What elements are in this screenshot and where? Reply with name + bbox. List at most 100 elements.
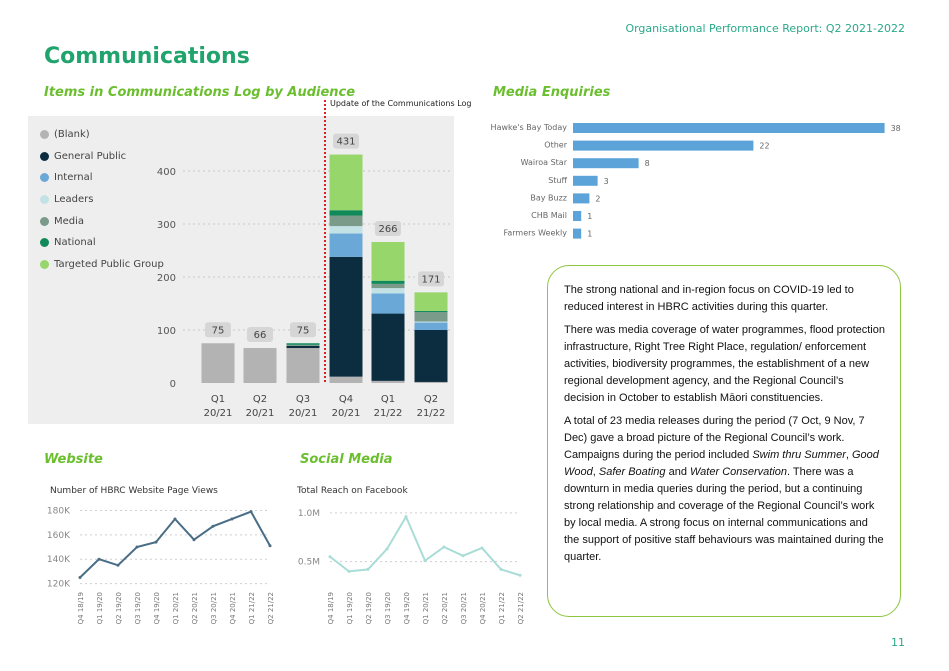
total-label-bg — [290, 322, 316, 338]
bar-segment — [201, 343, 235, 383]
media-category-label: Hawke's Bay Today — [491, 123, 568, 132]
commentary-p3-end: . There was a downturn in media queries … — [564, 466, 884, 563]
report-header: Organisational Performance Report: Q2 20… — [625, 22, 905, 35]
x-tick-label: Q4 — [339, 394, 353, 405]
commentary-sep-1: , — [845, 449, 852, 461]
x-tick-label: Q1 19/20 — [96, 592, 104, 624]
y-tick-label: 160K — [47, 531, 71, 541]
x-tick-label: 20/21 — [246, 408, 275, 419]
data-point — [78, 575, 82, 579]
x-tick-label: Q2 — [424, 394, 438, 405]
x-tick-label: Q1 20/21 — [172, 592, 180, 624]
data-point — [461, 554, 465, 558]
total-label-bg — [333, 133, 359, 149]
legend-swatch — [40, 173, 49, 183]
campaign-2: Good Wood — [564, 449, 879, 478]
bar-segment — [286, 345, 320, 349]
data-point — [116, 563, 120, 567]
campaign-4: Water Conservation — [690, 466, 788, 478]
total-label-bg — [375, 221, 401, 237]
x-tick-label: Q2 — [253, 394, 267, 405]
bar-segment — [414, 292, 448, 311]
legend-item: Leaders — [40, 189, 164, 211]
media-value-label: 1 — [587, 212, 592, 221]
bar-segment — [329, 210, 363, 216]
commentary-paragraph-2: There was media coverage of water progra… — [564, 324, 885, 404]
legend-label: General Public — [54, 150, 127, 162]
media-value-label: 1 — [587, 230, 592, 239]
x-tick-label: Q2 19/20 — [365, 592, 373, 624]
y-tick-label: 300 — [157, 220, 176, 231]
x-tick-label: Q1 21/22 — [498, 592, 506, 624]
bar-segment — [286, 343, 320, 345]
x-tick-label: Q1 20/21 — [422, 592, 430, 624]
x-tick-label: Q1 — [381, 394, 395, 405]
data-point — [404, 515, 408, 519]
x-tick-label: Q4 19/20 — [153, 592, 161, 624]
bar-segment — [286, 348, 320, 383]
bar-segment — [414, 381, 448, 383]
x-tick-label: Q2 20/21 — [191, 592, 199, 624]
total-label-bg — [418, 271, 444, 287]
media-bar — [573, 193, 590, 204]
x-tick-label: Q4 20/21 — [229, 592, 237, 624]
data-point — [423, 559, 427, 563]
x-tick-label: 20/21 — [332, 408, 361, 419]
data-point — [442, 545, 446, 549]
media-value-label: 3 — [604, 177, 609, 186]
media-category-label: Stuff — [548, 176, 567, 185]
bar-segment — [286, 344, 320, 346]
commentary-paragraph-3: A total of 23 media releases during the … — [564, 413, 886, 566]
media-category-label: CHB Mail — [531, 211, 567, 220]
media-category-label: Other — [544, 141, 567, 150]
y-tick-label: 0.5M — [298, 558, 320, 568]
x-tick-label: Q3 — [296, 394, 310, 405]
y-tick-label: 0 — [170, 379, 176, 390]
data-point — [328, 555, 332, 559]
x-tick-label: 21/22 — [374, 408, 403, 419]
y-tick-label: 120K — [47, 580, 71, 590]
page-number: 11 — [891, 636, 905, 649]
total-label: 75 — [212, 325, 225, 336]
media-value-label: 38 — [891, 124, 901, 133]
legend-swatch — [40, 130, 49, 140]
series-line — [329, 514, 521, 577]
media-value-label: 8 — [645, 159, 650, 168]
x-tick-label: Q3 20/21 — [210, 592, 218, 624]
media-bar — [573, 211, 582, 221]
legend-swatch — [40, 151, 49, 161]
bar-segment — [414, 311, 448, 322]
bar-segment — [329, 215, 363, 227]
legend-item: Internal — [40, 167, 164, 189]
x-tick-label: Q3 20/21 — [460, 592, 468, 624]
data-point — [192, 538, 196, 542]
y-tick-label: 100 — [157, 326, 176, 337]
x-tick-label: Q2 21/22 — [517, 592, 525, 624]
total-label: 171 — [421, 274, 440, 285]
x-tick-label: Q4 20/21 — [479, 592, 487, 624]
data-point — [173, 517, 177, 521]
y-tick-label: 180K — [47, 506, 71, 516]
campaign-3: Safer Boating — [598, 466, 666, 478]
legend-label: Targeted Public Group — [54, 258, 164, 270]
total-label: 75 — [297, 325, 310, 336]
bar-segment — [371, 283, 405, 289]
bar-segment — [371, 280, 405, 284]
media-value-label: 2 — [595, 194, 600, 203]
legend-label: Leaders — [54, 194, 94, 206]
bar-segment — [414, 330, 448, 382]
media-bar — [573, 175, 598, 186]
data-point — [385, 547, 389, 551]
x-tick-label: Q3 19/20 — [134, 592, 142, 624]
x-tick-label: Q1 19/20 — [346, 592, 354, 624]
page-title: Communications — [44, 44, 250, 69]
bar-segment — [329, 154, 363, 211]
legend-swatch — [40, 216, 49, 226]
bar-segment — [371, 313, 405, 381]
x-tick-label: 20/21 — [204, 408, 233, 419]
